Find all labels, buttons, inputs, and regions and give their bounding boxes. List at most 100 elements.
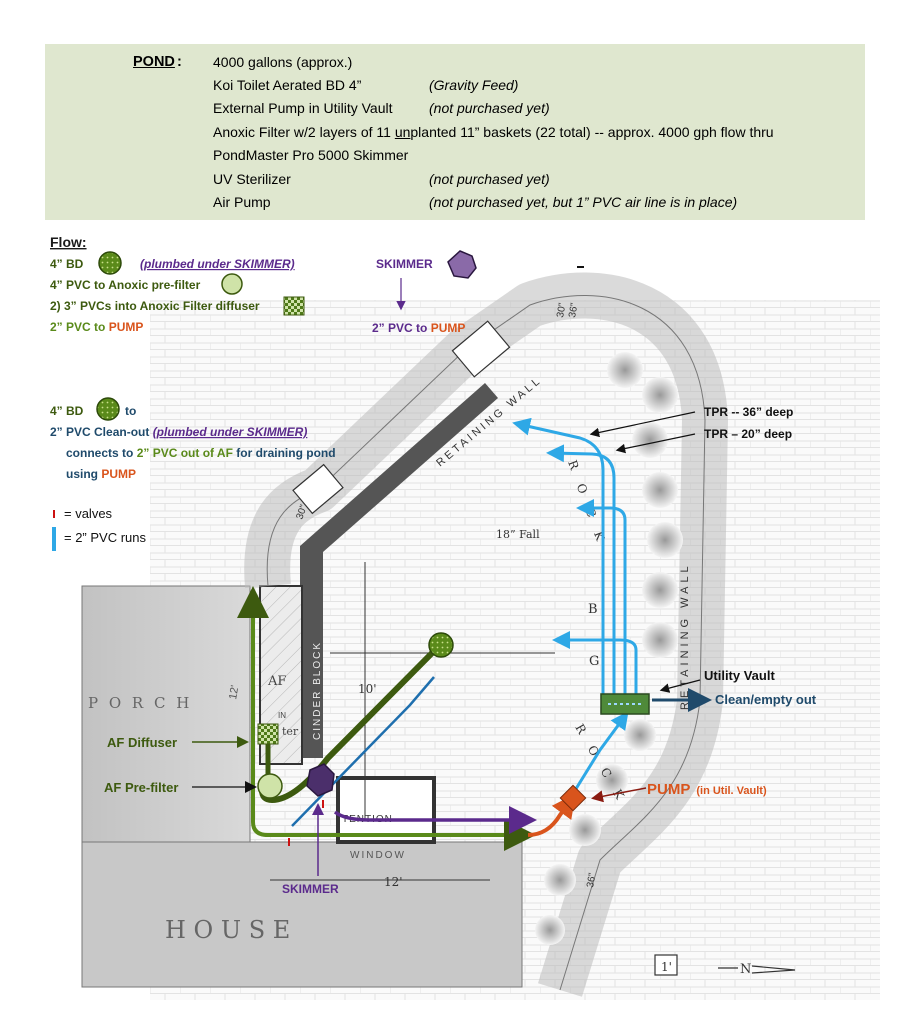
cleanout-bd-icon <box>96 397 120 421</box>
spec-anoxic: Anoxic Filter w/2 layers of 11 unplanted… <box>213 124 774 140</box>
utility-vault-label: Utility Vault <box>704 668 775 683</box>
rock <box>607 352 643 388</box>
detention-block <box>336 776 436 844</box>
pvc-run-tpr20 <box>546 444 616 698</box>
porch-label: P O R C H <box>88 694 192 712</box>
porch-dim-label: 12' <box>227 684 241 700</box>
pond-colon: : <box>177 54 182 70</box>
cleanout-l2-a: 2” PVC Clean-out <box>50 425 153 439</box>
wall-joint-left <box>292 463 344 515</box>
tpr20-arrow <box>615 433 696 454</box>
scale-box <box>654 954 678 976</box>
flow-diffuser-icon <box>283 296 305 316</box>
flow-line3: 2) 3” PVCs into Anoxic Filter diffuser <box>50 299 260 313</box>
spec-pump-note: (not purchased yet) <box>429 100 550 116</box>
cinder-block-wall <box>300 383 498 758</box>
cleanout-l1-to: to <box>125 404 136 418</box>
spec-bd-note: (Gravity Feed) <box>429 77 519 93</box>
cleanout-l1: 4” BD <box>50 404 84 418</box>
flow-line2: 4” PVC to Anoxic pre-filter <box>50 278 201 292</box>
legend-pvc-runs: = 2” PVC runs <box>64 530 147 545</box>
utility-vault-icon <box>600 693 650 715</box>
wall-36-label-a: 36" <box>567 302 580 319</box>
wall-30-label-b: 30" <box>294 503 310 521</box>
pvc-run-upper <box>576 499 627 698</box>
north-arrow <box>751 965 796 974</box>
af-diffuser-label: AF Diffuser <box>107 735 177 750</box>
pond-spec-box: POND : 4000 gallons (approx.) Koi Toilet… <box>45 44 865 220</box>
cleanout-l1-a: 4” BD <box>50 404 84 418</box>
spec-bd: Koi Toilet Aerated BD 4” <box>213 77 362 93</box>
utility-vault-arrow <box>659 679 701 693</box>
skimmer-key-label: SKIMMER <box>376 257 433 271</box>
af-prefilter-icon <box>257 773 283 799</box>
af-return-line <box>251 600 536 851</box>
flow-line4-pump: PUMP <box>109 320 144 334</box>
flow-prefilter-icon <box>221 273 243 295</box>
spec-skimmer: PondMaster Pro 5000 Skimmer <box>213 147 409 163</box>
north-label: N <box>740 962 751 977</box>
skimmer-key-sub: 2” PVC to PUMP <box>372 321 465 335</box>
spec-anoxic-u: un <box>394 124 411 140</box>
skimmer-key-sub-a: 2” PVC to <box>372 321 431 335</box>
spec-anoxic-a: Anoxic Filter w/2 layers of 11 <box>213 124 395 140</box>
spec-anoxic-b: planted 11” baskets (22 total) -- approx… <box>410 124 774 140</box>
skimmer-label: SKIMMER <box>282 882 339 896</box>
cleanout-l2-b: (plumbed under SKIMMER) <box>153 425 308 439</box>
cleanout-l3: connects to 2” PVC out of AF for drainin… <box>66 446 336 460</box>
rock <box>569 814 601 846</box>
cleanout-l3-b: 2” PVC out of AF <box>137 446 233 460</box>
g-label: G <box>589 654 599 669</box>
flow-title: Flow: <box>50 234 87 250</box>
ten-foot-label: 10' <box>358 682 377 696</box>
spec-uv: UV Sterilizer <box>213 171 291 187</box>
cleanout-l4-a: using <box>66 467 101 481</box>
rock-cluster <box>535 352 683 945</box>
legend-valves: = valves <box>64 506 113 521</box>
pump-label-big: PUMP <box>647 781 690 798</box>
rock <box>642 472 678 508</box>
skimmer-line <box>333 806 537 834</box>
af-diffuser-icon <box>257 723 279 745</box>
af-label: AF <box>267 674 286 689</box>
pump-line <box>527 793 576 837</box>
spec-gallons: 4000 gallons (approx.) <box>213 54 353 70</box>
twelve-foot-label: 12' <box>384 875 403 889</box>
rock <box>544 864 576 896</box>
bd-drain-icon <box>428 632 454 658</box>
pump-label-small: (in Util. Vault) <box>696 785 767 797</box>
pump-label: PUMP (in Util. Vault) <box>647 781 767 798</box>
flow-bd-note: (plumbed under SKIMMER) <box>140 257 295 271</box>
window-label: WINDOW <box>350 850 406 861</box>
cleanout-l3-a: connects to <box>66 446 137 460</box>
rock <box>596 764 628 796</box>
tpr36-arrow <box>589 411 696 438</box>
flow-line4: 2” PVC to PUMP <box>50 320 143 334</box>
cleanout-l4: using PUMP <box>66 467 136 481</box>
skimmer-key-sub-pump: PUMP <box>431 321 466 335</box>
scale-label: 1' <box>661 960 672 974</box>
rock <box>535 915 565 945</box>
cleanout-l2: 2” PVC Clean-out (plumbed under SKIMMER) <box>50 425 307 439</box>
retaining-wall-label-2: RETAINING WALL <box>679 562 691 710</box>
wall-joint-top <box>451 320 511 378</box>
rock <box>642 377 678 413</box>
rock <box>642 622 678 658</box>
pump-arrow <box>591 787 647 803</box>
cleanout-l3-c: for draining pond <box>233 446 336 460</box>
skimmer-key-icon <box>447 250 477 279</box>
rock <box>647 522 683 558</box>
pump-icon <box>559 784 587 812</box>
pond-title: POND <box>133 54 175 70</box>
skimmer-hexagon-icon <box>306 763 335 797</box>
rock <box>642 572 678 608</box>
retaining-wall-edge <box>266 295 706 991</box>
fall-label: 18” Fall <box>496 528 540 541</box>
spec-uv-note: (not purchased yet) <box>429 171 550 187</box>
cinder-block-label: CINDER BLOCK <box>312 641 323 740</box>
pvc-run-tpr36 <box>512 417 605 698</box>
clean-empty-label: Clean/empty out <box>715 692 817 707</box>
pvc-runs <box>512 417 638 793</box>
spec-pump: External Pump in Utility Vault <box>213 100 393 116</box>
